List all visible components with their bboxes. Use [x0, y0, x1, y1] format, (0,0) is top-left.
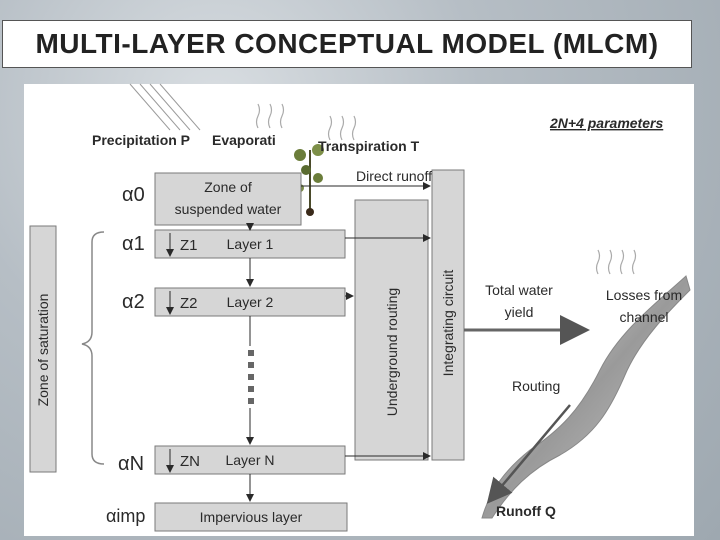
params-note: 2N+4 parameters: [549, 115, 663, 131]
alpha-0: α0: [122, 184, 145, 206]
precipitation-label: Precipitation P: [92, 132, 190, 148]
zone-suspended-line1: Zone of: [204, 179, 252, 195]
total-yield-line2: yield: [505, 304, 534, 320]
zone-suspended-line2: suspended water: [175, 201, 282, 217]
alpha-2: α2: [122, 291, 145, 313]
underground-routing-label: Underground routing: [384, 288, 400, 416]
evaporation-label: Evaporati: [212, 132, 276, 148]
z-n: ZN: [180, 453, 200, 470]
losses-line2: channel: [619, 309, 668, 325]
alpha-imp: αimp: [106, 506, 145, 526]
alpha-n: αN: [118, 453, 144, 475]
direct-runoff-label: Direct runoff: [356, 168, 432, 184]
layer-1-label: Layer 1: [227, 236, 274, 252]
routing-label: Routing: [512, 378, 560, 394]
runoff-label: Runoff Q: [496, 503, 556, 519]
transpiration-label: Transpiration T: [318, 138, 420, 154]
total-yield-line1: Total water: [485, 282, 553, 298]
alpha-1: α1: [122, 233, 145, 255]
layer-n-label: Layer N: [225, 452, 274, 468]
z-2: Z2: [180, 295, 198, 312]
integrating-circuit-label: Integrating circuit: [440, 270, 456, 377]
zone-of-saturation-label: Zone of saturation: [35, 294, 51, 407]
layer-2-label: Layer 2: [227, 294, 274, 310]
z-1: Z1: [180, 237, 198, 254]
losses-line1: Losses from: [606, 287, 682, 303]
impervious-label: Impervious layer: [200, 509, 303, 525]
